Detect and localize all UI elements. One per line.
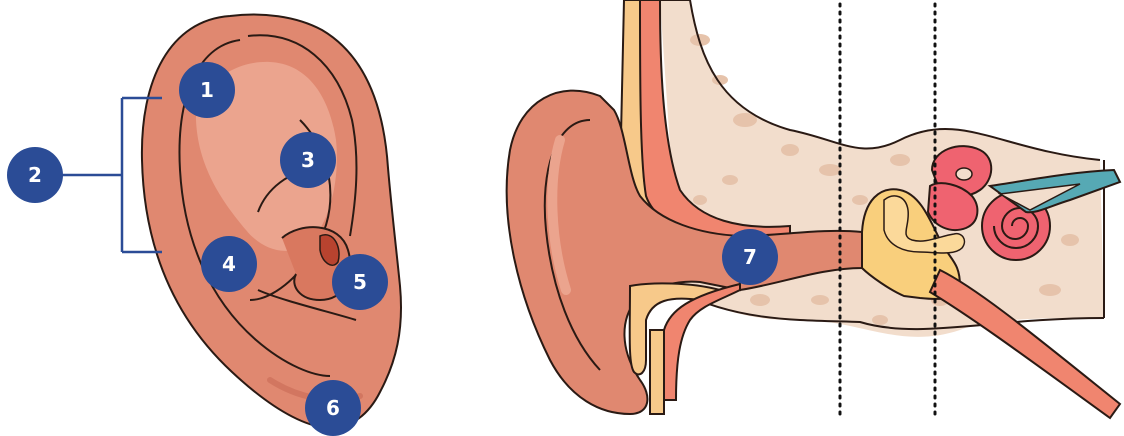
- marker-3-label: 3: [301, 148, 315, 172]
- pinna-illustration: [142, 15, 401, 429]
- marker-4: 4: [201, 236, 257, 292]
- marker-1: 1: [179, 62, 235, 118]
- marker-6-label: 6: [326, 396, 340, 420]
- marker-2: 2: [7, 147, 63, 203]
- marker-2-label: 2: [28, 163, 42, 187]
- marker-6: 6: [305, 380, 361, 436]
- marker-4-label: 4: [222, 252, 236, 276]
- marker-5: 5: [332, 254, 388, 310]
- marker-7: 7: [722, 229, 778, 285]
- marker-1-label: 1: [200, 78, 214, 102]
- cross-section-illustration: [507, 0, 1120, 418]
- lower-cartilage-strip: [650, 330, 664, 414]
- marker-7-label: 7: [743, 245, 757, 269]
- marker-5-label: 5: [353, 270, 367, 294]
- marker-3: 3: [280, 132, 336, 188]
